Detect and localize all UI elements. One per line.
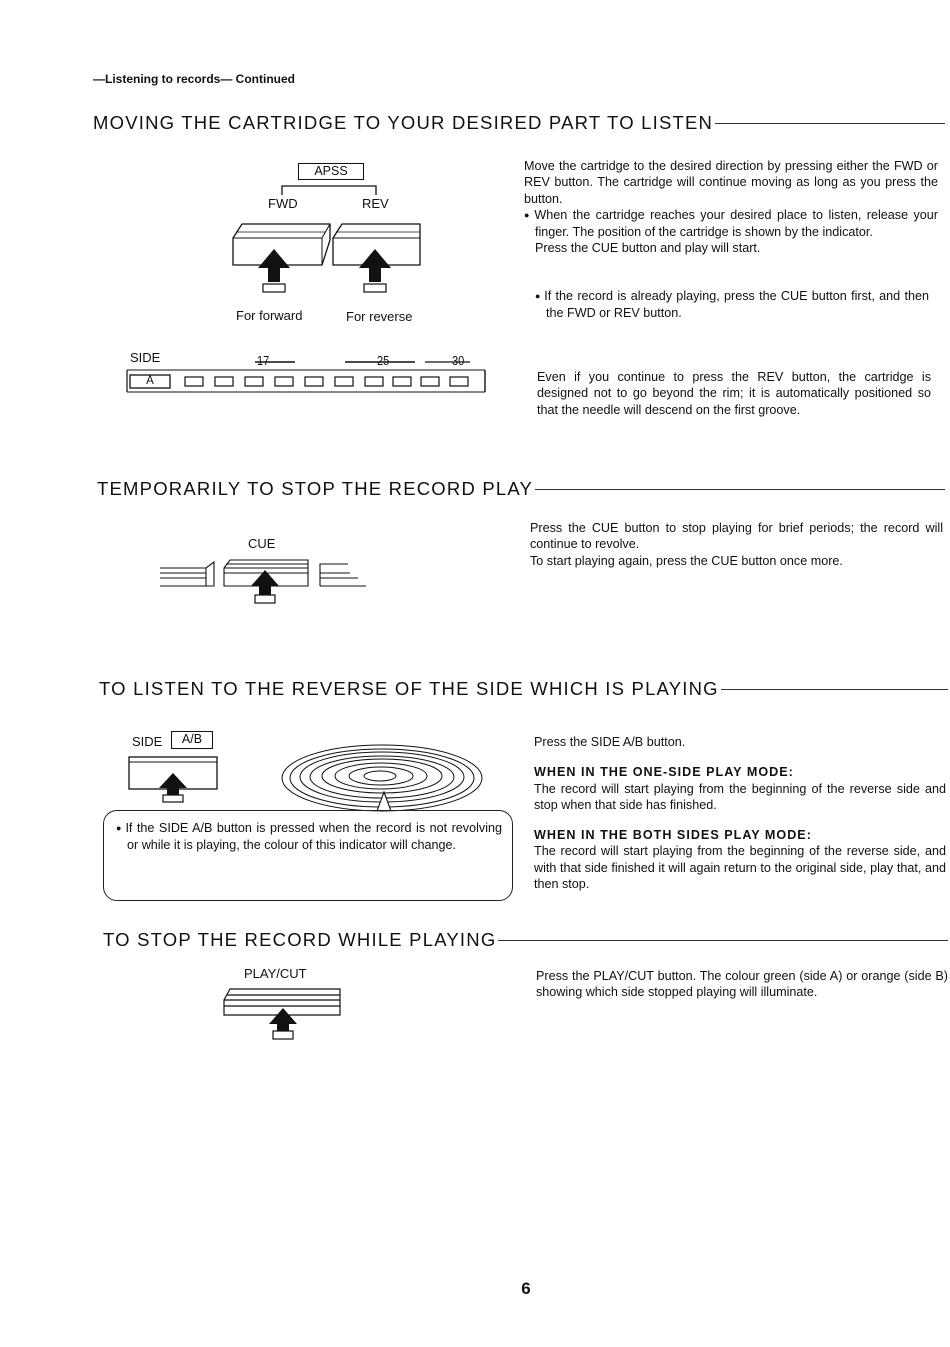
section-heading-temporarily-stop: TEMPORARILY TO STOP THE RECORD PLAY [97,478,945,500]
record-disc-icon [281,744,483,812]
running-header: —Listening to records— Continued [93,72,296,86]
section1-para2: Press the CUE button and play will start… [535,241,761,256]
section1-text: Move the cartridge to the desired direct… [524,158,938,257]
scale-25: 25 [377,353,390,368]
heading-text: MOVING THE CARTRIDGE TO YOUR DESIRED PAR… [93,112,714,133]
both-sides-title: WHEN IN THE BOTH SIDES PLAY MODE: [534,828,812,843]
heading-text: TEMPORARILY TO STOP THE RECORD PLAY [97,478,534,499]
side-a-indicator: A [146,375,154,387]
bullet2-text: If the record is already playing, press … [544,289,929,321]
one-side-title: WHEN IN THE ONE-SIDE PLAY MODE: [534,765,794,780]
heading-text: TO STOP THE RECORD WHILE PLAYING [103,929,497,950]
scale-17: 17 [257,353,270,368]
heading-text: TO LISTEN TO THE REVERSE OF THE SIDE WHI… [99,678,719,699]
section1-bullet2: If the record is already playing, press … [535,288,929,322]
play-cut-label: PLAY/CUT [244,966,307,981]
side-ab-box: A/B [171,731,213,749]
section-heading-moving-cartridge: MOVING THE CARTRIDGE TO YOUR DESIRED PAR… [93,112,945,134]
heading-rule [720,688,948,690]
cue-button-icon[interactable] [158,556,370,606]
section2-para1: Press the CUE button to stop playing for… [530,521,943,552]
side-ab-note: If the SIDE A/B button is pressed when t… [103,810,513,901]
both-sides-text: The record will start playing from the b… [534,844,946,892]
play-cut-button-icon[interactable] [222,986,344,1044]
note-text: If the SIDE A/B button is pressed when t… [125,821,503,853]
section-heading-stop-record: TO STOP THE RECORD WHILE PLAYING [103,929,948,951]
side-ab-button-icon[interactable] [127,752,222,804]
section2-para2: To start playing again, press the CUE bu… [530,553,843,568]
heading-rule [715,122,945,124]
for-forward-label: For forward [236,308,303,323]
position-indicator-strip [126,361,486,393]
fwd-label: FWD [268,196,298,211]
heading-rule [535,488,945,490]
section1-para1: Move the cartridge to the desired direct… [524,159,938,206]
rev-label: REV [362,196,389,211]
note-pointer-icon [376,790,392,812]
heading-rule [498,939,948,941]
section2-text: Press the CUE button to stop playing for… [530,520,943,569]
section-heading-listen-reverse: TO LISTEN TO THE REVERSE OF THE SIDE WHI… [99,678,948,700]
for-reverse-label: For reverse [346,309,413,324]
side-ab-label: SIDE [132,734,163,749]
section3-para1: Press the SIDE A/B button. [534,735,686,749]
apss-bracket-icon [281,185,377,195]
section3-text: Press the SIDE A/B button. WHEN IN THE O… [534,734,946,892]
scale-30: 30 [452,353,465,368]
cue-label: CUE [248,536,276,551]
one-side-text: The record will start playing from the b… [534,781,946,812]
side-indicator-label: SIDE [130,350,161,365]
apss-label: APSS [314,164,348,178]
bullet1-text: When the cartridge reaches your desired … [534,207,939,240]
section4-para1: Press the PLAY/CUT button. The colour gr… [536,969,948,1000]
fwd-rev-buttons-icon[interactable] [230,220,425,300]
section1-para3: Even if you continue to press the REV bu… [537,370,931,417]
page-number: 6 [521,1279,531,1298]
apss-box: APSS [298,163,364,180]
section1-bullet1: When the cartridge reaches your desired … [524,207,938,241]
